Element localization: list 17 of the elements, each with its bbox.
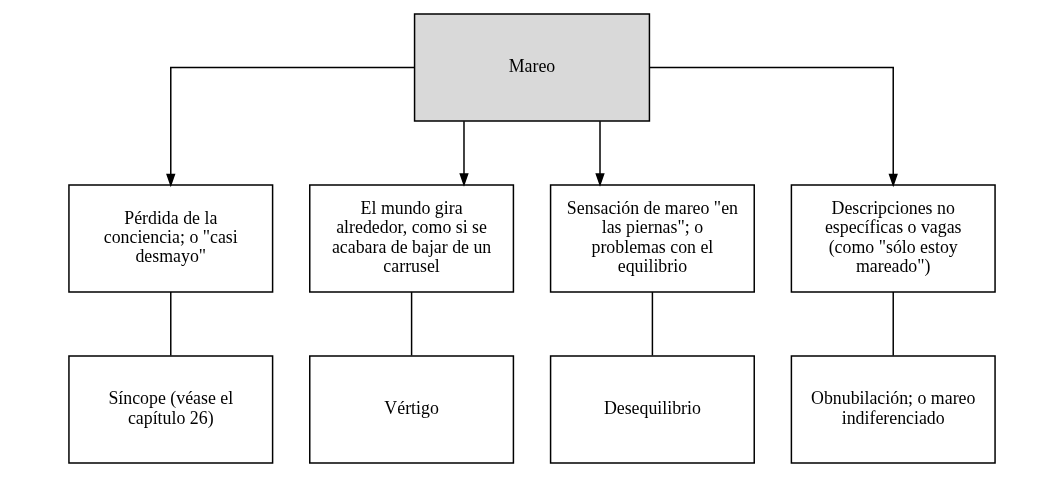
node-box: El mundo gira alrededor, como si se acabara de bajar de un carrusel (308, 184, 514, 293)
node-box: Pérdida de la conciencia; o "casi desmayo" (67, 184, 273, 293)
node-box: Obnubilación; o mareo indiferenciado (790, 355, 996, 464)
node-box: Síncope (véase el capítulo 26) (67, 355, 273, 464)
arrow (594, 120, 605, 187)
node-box: Mareo (413, 13, 650, 122)
node-box: Vértigo (308, 355, 514, 464)
node-box: Descripciones no específicas o vagas (como "sólo estoy mareado") (790, 184, 996, 293)
arrow (165, 66, 415, 188)
connector (651, 291, 653, 357)
node-box: Desequilibrio (549, 355, 755, 464)
arrow (648, 66, 898, 188)
connector (169, 291, 171, 357)
connector (410, 291, 412, 357)
node-box: Sensación de mareo "en las piernas"; o problemas con el equilibrio (549, 184, 755, 293)
connector (892, 291, 894, 357)
arrow (458, 120, 469, 187)
